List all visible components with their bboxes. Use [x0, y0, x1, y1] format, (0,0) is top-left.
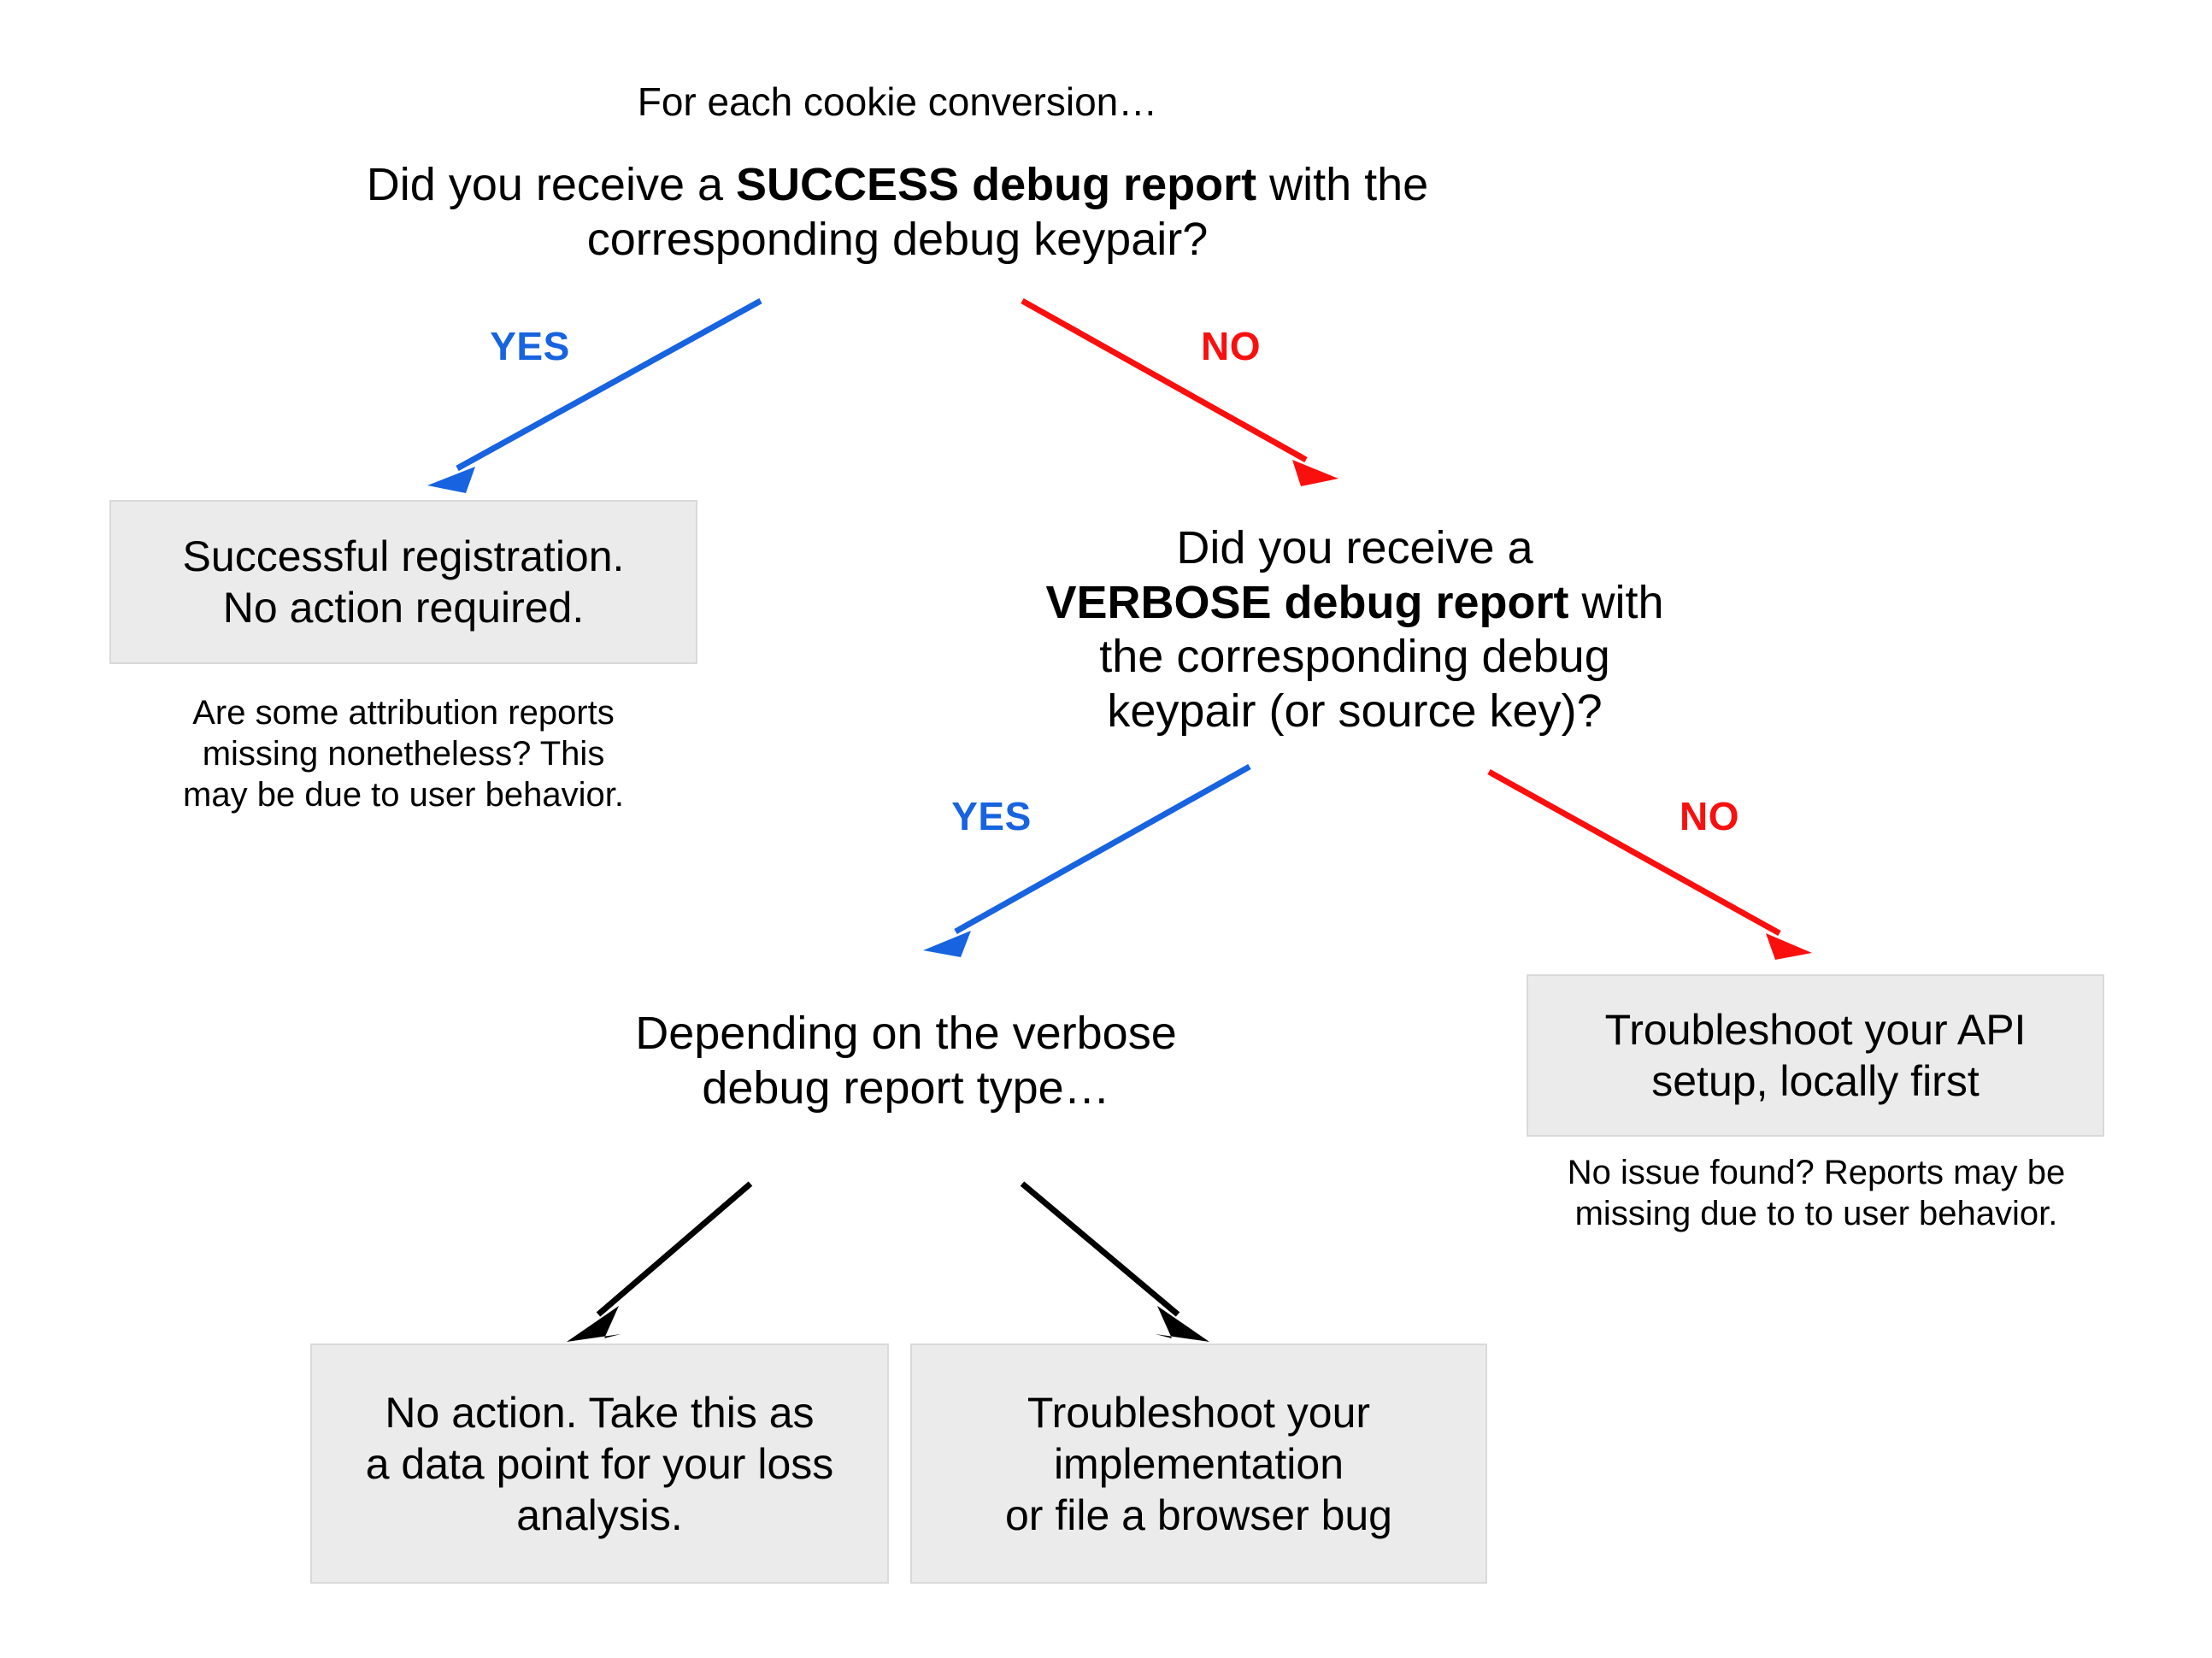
box-troubleshoot-api-line-1: Troubleshoot your API [1604, 1006, 2027, 1054]
question-success-debug-report: Did you receive a SUCCESS debug report w… [282, 158, 1513, 267]
question-1-line-1-before: Did you receive a [366, 159, 737, 210]
verbose-branch-text: Depending on the verbose debug report ty… [598, 1007, 1214, 1115]
box-troubleshoot-api-line-2: setup, locally first [1651, 1057, 1980, 1105]
box-troubleshoot-api-setup[interactable]: Troubleshoot your API setup, locally fir… [1527, 974, 2104, 1137]
box-no-action-loss-analysis-label: No action. Take this as a data point for… [354, 1387, 846, 1541]
question-1-line-1: Did you receive a SUCCESS debug report w… [282, 158, 1513, 213]
edge-label-q2-no: NO [1680, 794, 1739, 838]
question-2-line-2-after: with [1568, 576, 1664, 628]
caption-attribution-line-3: may be due to user behavior. [183, 776, 624, 814]
verbose-branch-line-1: Depending on the verbose [635, 1008, 1177, 1059]
box-no-action-line-2: a data point for your loss [365, 1439, 834, 1488]
question-1-line-2: corresponding debug keypair? [586, 213, 1209, 265]
box-successful-registration[interactable]: Successful registration. No action requi… [109, 500, 697, 664]
question-2-line-2: VERBOSE debug report with [1017, 576, 1692, 631]
question-2-line-4: keypair (or source key)? [1107, 685, 1603, 738]
question-1-line-1-after: with the [1256, 159, 1429, 210]
caption-no-issue-line-2: missing due to to user behavior. [1574, 1195, 2058, 1232]
box-troubleshoot-impl-line-3: or file a browser bug [1004, 1490, 1392, 1539]
caption-attribution-line-1: Are some attribution reports [192, 694, 615, 732]
box-troubleshoot-impl-line-1: Troubleshoot your [1027, 1388, 1371, 1437]
box-troubleshoot-impl-line-2: implementation [1053, 1439, 1344, 1488]
box-successful-registration-label: Successful registration. No action requi… [171, 531, 637, 633]
box-troubleshoot-api-setup-label: Troubleshoot your API setup, locally fir… [1593, 1004, 2038, 1107]
lead-text: For each cookie conversion… [637, 79, 1158, 124]
box-no-action-line-1: No action. Take this as [385, 1388, 815, 1437]
box-no-action-line-3: analysis. [516, 1490, 683, 1539]
question-verbose-debug-report: Did you receive a VERBOSE debug report w… [1017, 521, 1692, 739]
caption-attribution-line-2: missing nonetheless? This [202, 735, 605, 773]
question-2-line-2-strong: VERBOSE debug report [1045, 576, 1569, 628]
edge-label-q1-no: NO [1201, 324, 1261, 368]
box-no-action-loss-analysis[interactable]: No action. Take this as a data point for… [310, 1343, 889, 1584]
edge-label-q2-yes: YES [951, 794, 1032, 838]
verbose-branch-line-2: debug report type… [702, 1061, 1110, 1114]
question-2-line-1: Did you receive a [1176, 522, 1533, 573]
box-troubleshoot-implementation[interactable]: Troubleshoot your implementation or file… [910, 1343, 1487, 1584]
arrow-verbose-left [567, 1181, 753, 1342]
edge-label-q1-yes: YES [490, 324, 570, 368]
box-troubleshoot-implementation-label: Troubleshoot your implementation or file… [993, 1387, 1404, 1541]
question-1-line-1-strong: SUCCESS debug report [736, 159, 1257, 210]
caption-no-issue-found: No issue found? Reports may be missing d… [1453, 1152, 2180, 1234]
box-successful-registration-line-2: No action required. [222, 584, 585, 632]
arrow-verbose-right [1020, 1181, 1209, 1342]
question-2-line-3: the corresponding debug [1099, 631, 1610, 683]
box-successful-registration-line-1: Successful registration. [182, 532, 625, 580]
caption-attribution-reports-missing: Are some attribution reports missing non… [109, 692, 697, 815]
caption-no-issue-line-1: No issue found? Reports may be [1567, 1154, 2066, 1191]
